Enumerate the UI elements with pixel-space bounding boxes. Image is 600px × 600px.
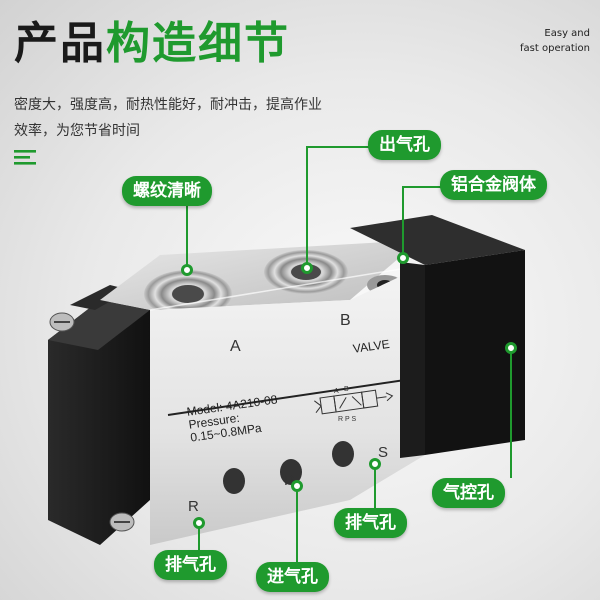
title-dark-part: 产品 <box>14 18 106 69</box>
label-exhaust-left: 排气孔 <box>154 550 227 580</box>
description-line-2: 效率，为您节省时间 <box>14 123 140 139</box>
leader-inlet <box>296 486 298 562</box>
label-exhaust-right: 排气孔 <box>334 508 407 538</box>
label-pilot: 气控孔 <box>432 478 505 508</box>
leader-pilot <box>510 350 512 478</box>
port-a-label: A <box>230 338 241 355</box>
left-end-cap <box>48 285 150 545</box>
port-r-label: R <box>188 498 199 515</box>
leader-body-h <box>402 186 442 188</box>
label-body: 铝合金阀体 <box>440 170 547 200</box>
pneumatic-symbol <box>314 389 394 415</box>
port-r-hole <box>223 468 245 494</box>
label-thread: 螺纹清晰 <box>122 176 212 206</box>
port-p-hole <box>280 459 302 485</box>
port-s-hole <box>332 441 354 467</box>
valve-body-front <box>150 265 425 545</box>
page-title: 产品构造细节 <box>14 22 290 66</box>
dot-outlet <box>301 262 313 274</box>
label-inlet: 进气孔 <box>256 562 329 592</box>
leader-outlet-v <box>306 146 308 268</box>
symbol-label-a: A <box>334 388 339 395</box>
dot-body <box>397 252 409 264</box>
leader-exhaust-right <box>374 464 376 508</box>
dot-exhaust-left <box>193 517 205 529</box>
corner-tagline: Easy and fast operation <box>490 26 590 56</box>
right-pilot-block <box>350 215 525 458</box>
description-line-1: 密度大，强度高，耐热性能好，耐冲击，提高作业 <box>14 97 322 113</box>
leader-outlet-h <box>306 146 370 148</box>
port-b-label: B <box>340 312 351 329</box>
dot-pilot <box>505 342 517 354</box>
dot-thread <box>181 264 193 276</box>
symbol-label-b: B <box>344 386 349 393</box>
symbol-label-rps: R P S <box>338 416 357 423</box>
title-green-part: 构造细节 <box>106 18 290 69</box>
port-s-label: S <box>378 444 389 461</box>
dot-exhaust-right <box>369 458 381 470</box>
corner-line-2: fast operation <box>520 43 590 54</box>
label-outlet: 出气孔 <box>368 130 441 160</box>
leader-exhaust-left <box>198 522 200 552</box>
description: 密度大，强度高，耐热性能好，耐冲击，提高作业 效率，为您节省时间 <box>14 92 414 144</box>
port-p-label: P <box>284 472 295 489</box>
leader-body-v <box>402 186 404 258</box>
corner-line-1: Easy and <box>544 28 590 39</box>
dot-inlet <box>291 480 303 492</box>
leader-thread <box>186 204 188 270</box>
menu-lines-icon <box>14 150 36 165</box>
